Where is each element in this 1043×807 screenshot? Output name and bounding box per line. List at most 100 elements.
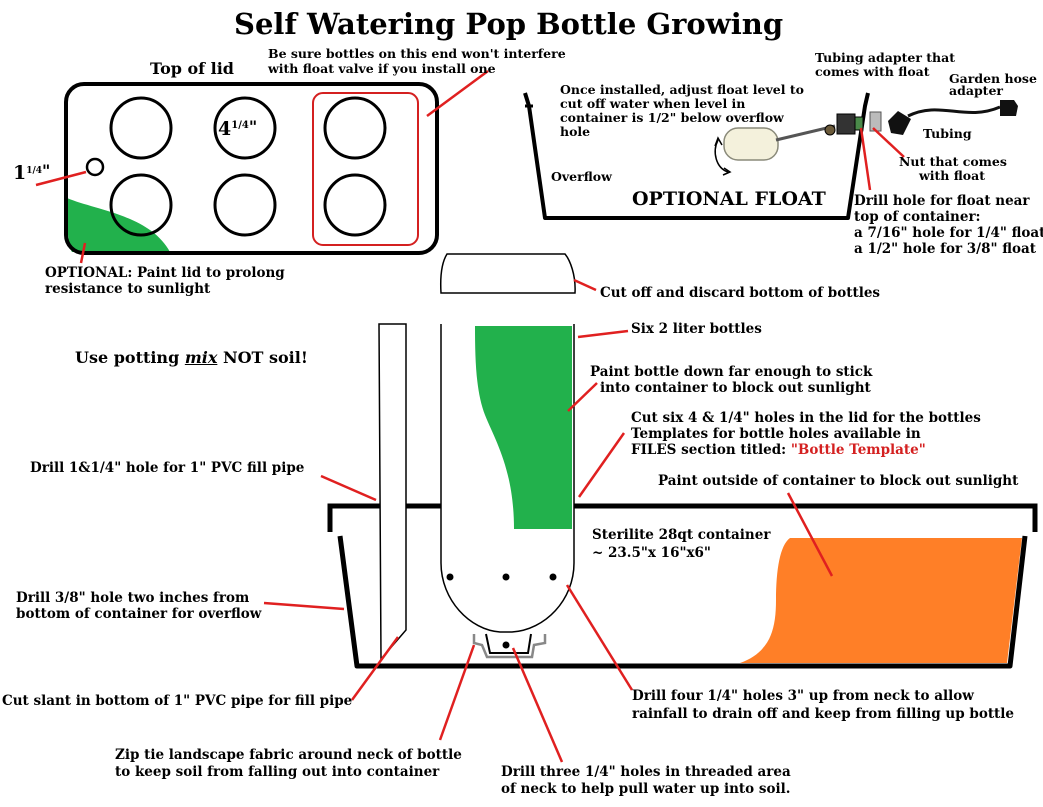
float-container-outline <box>523 92 870 220</box>
lid-bottle-hole <box>323 96 387 160</box>
pointer-line <box>79 242 87 264</box>
bottle <box>440 324 575 659</box>
drill-four-note-line-1: Drill four 1/4" holes 3" up from neck to… <box>632 688 974 704</box>
float-pivot <box>824 124 836 136</box>
paint-container-note: Paint outside of container to block out … <box>658 473 1019 489</box>
potting-text: Use potting <box>75 348 185 367</box>
container-spec-line-1: Sterilite 28qt container <box>592 527 771 543</box>
lid-bottle-hole <box>213 173 277 237</box>
drill-four-note-line-2: rainfall to drain off and keep from fill… <box>632 706 1015 722</box>
cut-holes-note-line-3: FILES section titled: "Bottle Template" <box>631 442 926 458</box>
bottle-template-link[interactable]: "Bottle Template" <box>790 442 926 458</box>
tubing-adapter-label-2: comes with float <box>815 64 930 79</box>
drill-float-line-4: a 1/2" hole for 3/8" float <box>854 241 1037 257</box>
drill-overflow-note-line-1: Drill 3/8" hole two inches from <box>16 590 250 606</box>
nut-label-1: Nut that comes <box>899 154 1007 169</box>
lid-bottle-hole-dimension: 41/4" <box>218 117 258 144</box>
zip-tie-note-line-1: Zip tie landscape fabric around neck of … <box>115 747 462 763</box>
nut-label-2: with float <box>919 168 986 183</box>
landscape-fabric <box>472 634 547 659</box>
pointer-line <box>511 647 564 763</box>
optional-float-heading: OPTIONAL FLOAT <box>632 188 826 210</box>
lid-bottle-hole <box>109 173 173 237</box>
float-valve-body <box>836 113 856 135</box>
discarded-bottle-bottom <box>440 253 576 294</box>
float-container <box>523 92 1018 220</box>
paint-bottle-note-line-2: into container to block out sunlight <box>600 380 871 396</box>
tubing-adapter-label-1: Tubing adapter that <box>815 50 955 65</box>
pointer-line <box>577 329 629 339</box>
pvc-fill-pipe <box>378 323 407 662</box>
float-adjust-line-2: cut off water when level in <box>560 96 746 111</box>
drill-float-line-1: Drill hole for float near <box>854 193 1030 209</box>
files-section-text: FILES section titled: <box>631 442 791 458</box>
dimension-whole: 1 <box>13 162 27 184</box>
drill-float-line-3: a 7/16" hole for 1/4" float <box>854 225 1043 241</box>
cut-holes-note-line-2: Templates for bottle holes available in <box>631 426 921 442</box>
tubing <box>907 105 1001 118</box>
float-ball <box>723 127 779 161</box>
lid-heading: Top of lid <box>150 59 234 78</box>
pointer-line <box>320 474 377 502</box>
pointer-line <box>567 382 598 412</box>
drain-hole <box>502 573 510 581</box>
float-adjust-line-3: container is 1/2" below overflow <box>560 110 784 125</box>
float-adjust-arrowhead <box>714 136 732 176</box>
bottle-green-paint <box>475 326 572 529</box>
float-valve-thread <box>854 116 864 131</box>
paint-lid-note-line-2: resistance to sunlight <box>45 281 211 297</box>
container-outline <box>327 503 1038 532</box>
drill-three-note-line-1: Drill three 1/4" holes in threaded area <box>501 764 791 780</box>
dimension-inch-mark: " <box>42 161 51 180</box>
pointer-line <box>350 636 400 701</box>
bottle-end-note-line-2: with float valve if you install one <box>268 61 496 76</box>
float-nut <box>869 111 882 132</box>
cut-holes-note-line-1: Cut six 4 & 1/4" holes in the lid for th… <box>631 410 981 426</box>
container-inner <box>337 535 1028 669</box>
tubing-adapter <box>888 111 911 135</box>
tubing-label: Tubing <box>923 126 972 141</box>
drill-three-note-line-2: of neck to help pull water up into soil. <box>501 781 791 797</box>
lid-bottle-hole <box>213 96 277 160</box>
paint-bottle-note-line-1: Paint bottle down far enough to stick <box>590 364 873 380</box>
dimension-whole: 4 <box>218 118 232 140</box>
container-orange-paint <box>740 538 1022 663</box>
drain-hole <box>446 573 454 581</box>
pointer-line <box>872 127 905 158</box>
garden-hose-label-1: Garden hose <box>949 71 1037 86</box>
pointer-line <box>426 69 489 118</box>
pointer-line <box>859 127 872 191</box>
pointer-line <box>577 432 626 498</box>
pointer-lines <box>35 69 905 763</box>
float-adjust-line-1: Once installed, adjust float level to <box>560 82 804 97</box>
cut-bottom-note: Cut off and discard bottom of bottles <box>600 285 881 301</box>
drill-fill-pipe-note: Drill 1&1/4" hole for 1" PVC fill pipe <box>30 460 305 476</box>
lid-top-view <box>64 82 439 255</box>
lid-bottle-hole <box>109 96 173 160</box>
pointer-line <box>786 492 834 577</box>
container-spec-line-2: ~ 23.5"x 16"x6" <box>592 545 711 561</box>
drill-overflow-note-line-2: bottom of container for overflow <box>16 606 262 622</box>
bottle-neck <box>485 633 532 654</box>
six-bottles-note: Six 2 liter bottles <box>631 321 762 337</box>
potting-text: NOT soil! <box>217 348 308 367</box>
lid-fill-pipe-hole <box>85 157 105 177</box>
main-container <box>327 503 1038 669</box>
pointer-line <box>573 278 597 292</box>
lid-outline <box>64 82 439 255</box>
lid-bottle-hole <box>323 173 387 237</box>
dimension-fraction: 1/4 <box>231 120 249 131</box>
drill-float-line-2: top of container: <box>854 209 981 225</box>
dimension-inch-mark: " <box>248 117 258 136</box>
pointer-line <box>565 584 634 691</box>
drain-hole <box>549 573 557 581</box>
pointer-line <box>438 644 476 741</box>
bottle-end-note-line-1: Be sure bottles on this end won't interf… <box>268 46 566 61</box>
float-side-bottles-highlight <box>312 92 419 246</box>
potting-mix-note: Use potting mix NOT soil! <box>75 348 308 368</box>
garden-hose-label-2: adapter <box>949 83 1003 98</box>
lid-fill-hole-dimension: 11/4" <box>13 161 51 188</box>
neck-hole <box>502 641 510 649</box>
